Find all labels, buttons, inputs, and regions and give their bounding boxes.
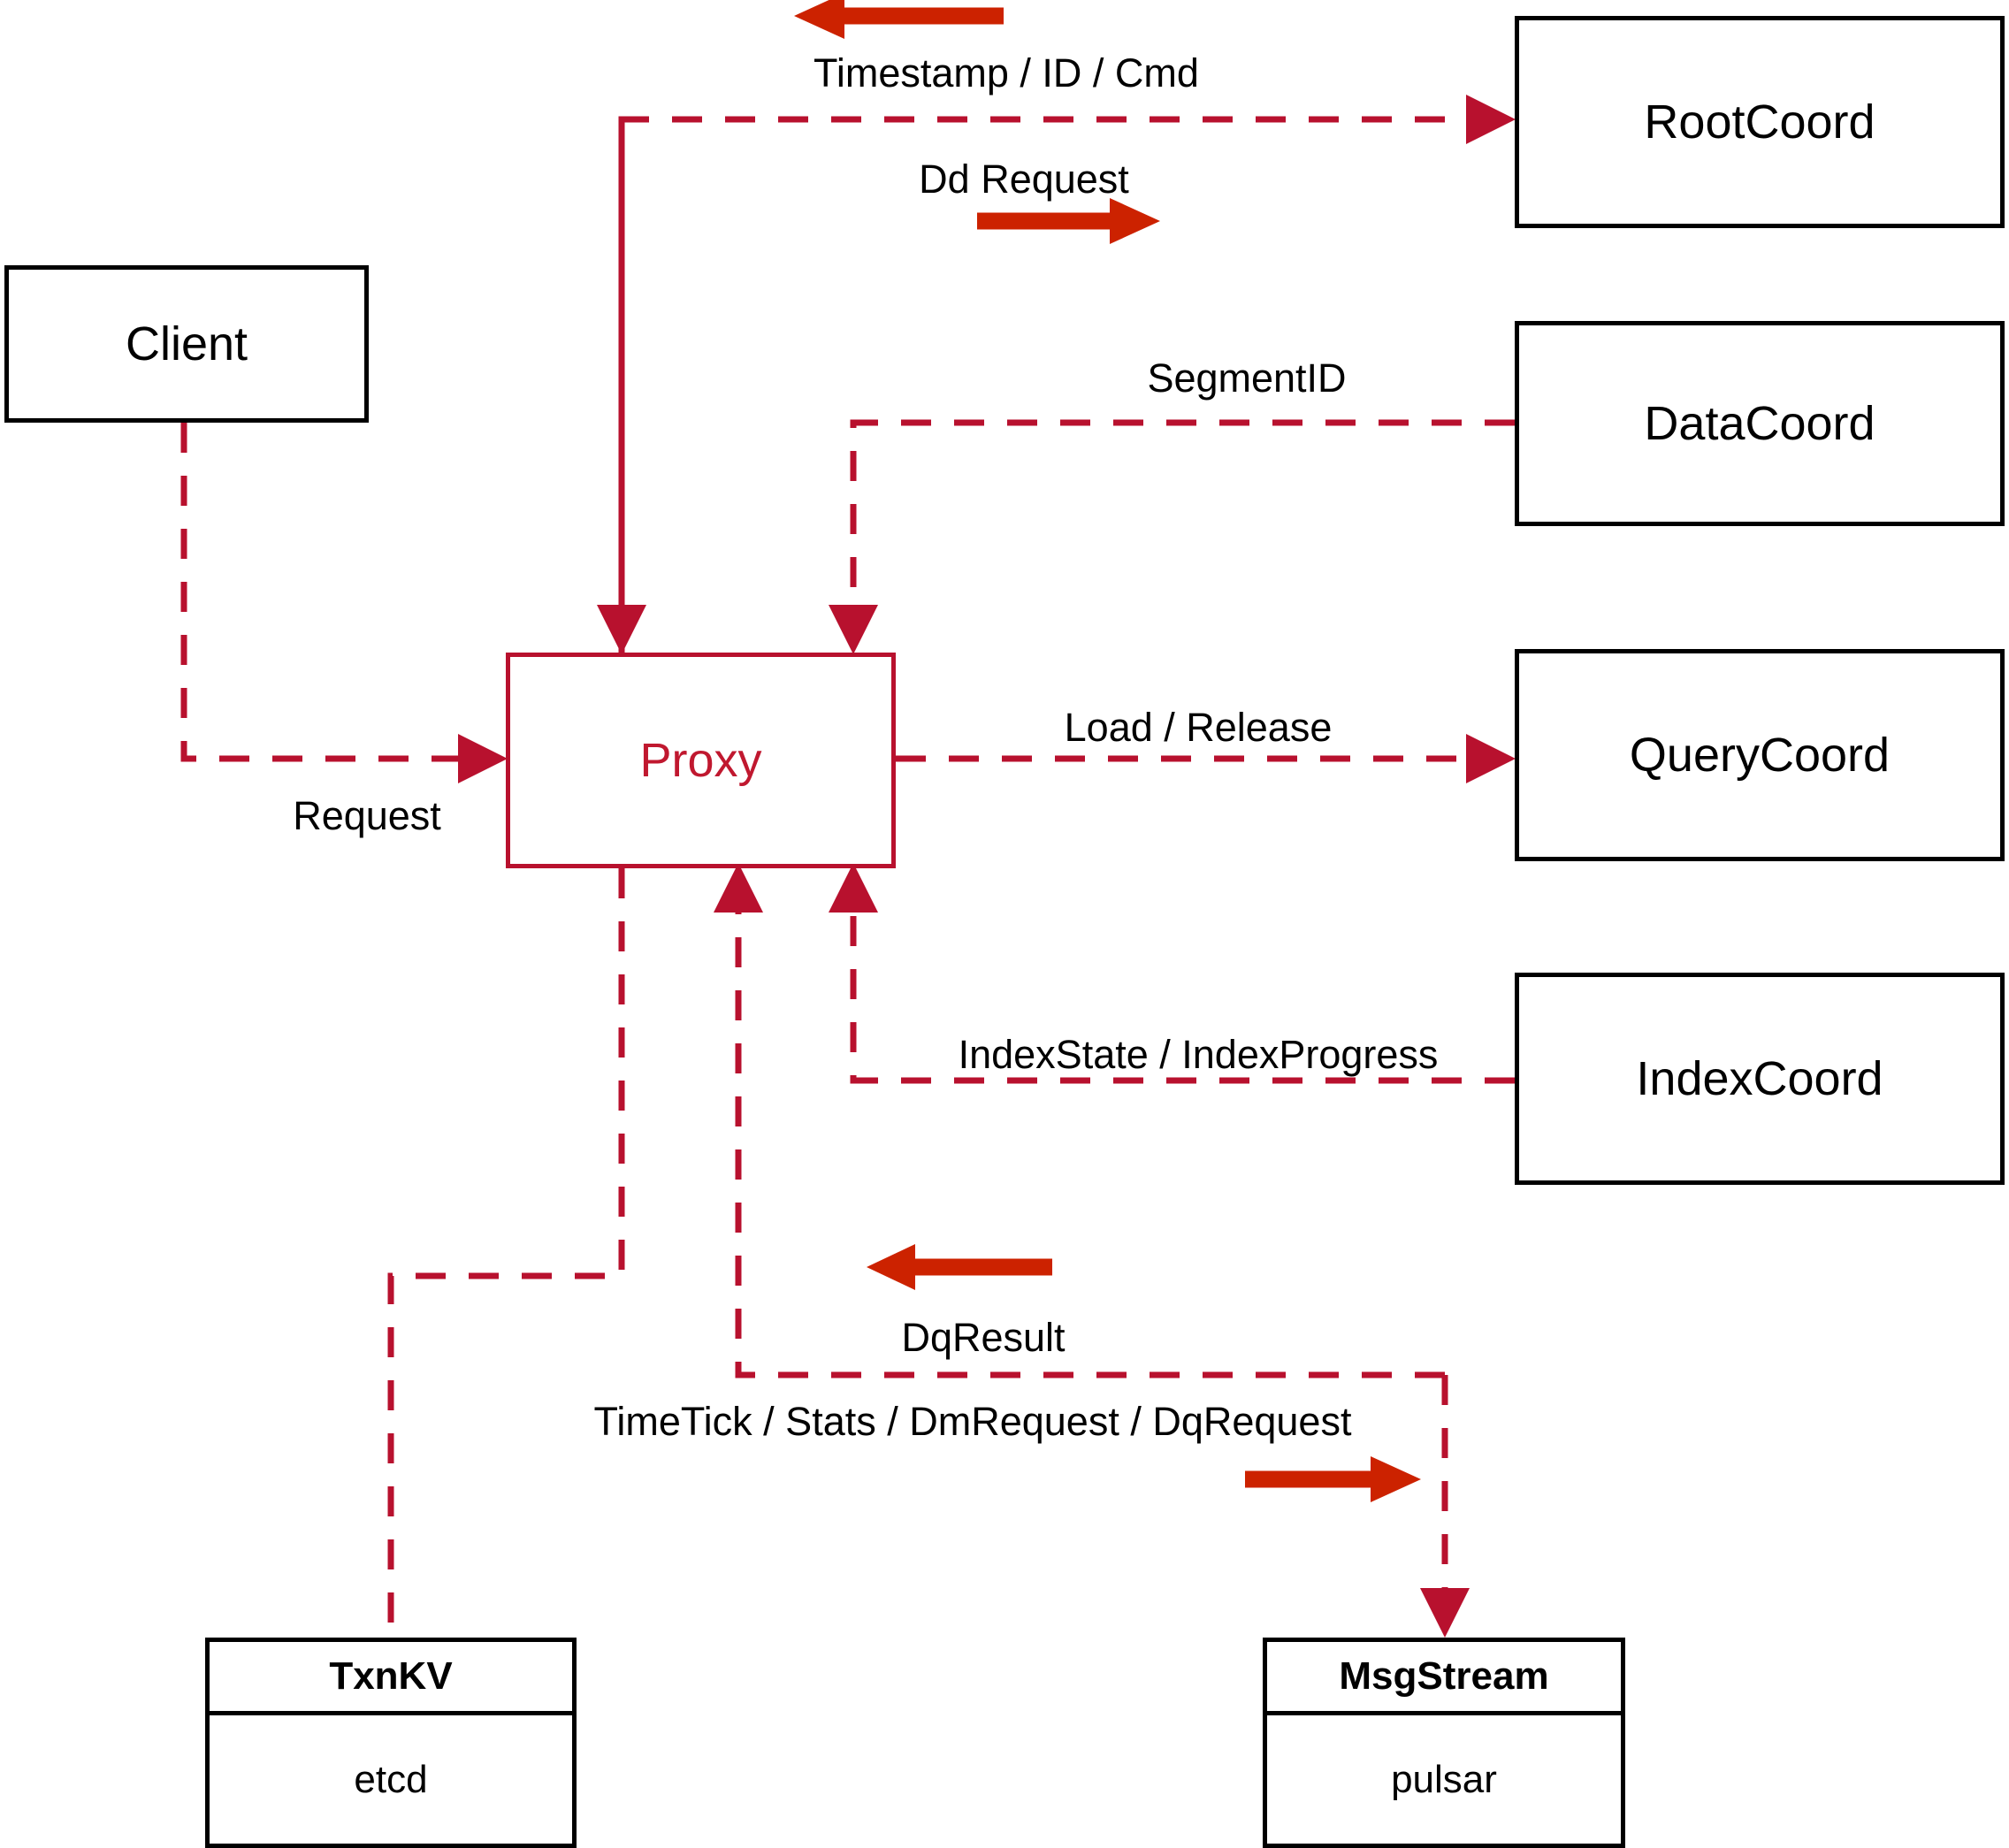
node-root-coord-label: RootCoord (1644, 95, 1875, 149)
edge-segment-id (829, 419, 1515, 654)
node-index-coord[interactable]: IndexCoord (1515, 973, 2005, 1185)
node-txnkv-header: TxnKV (210, 1642, 572, 1715)
edge-proxy-txnkv (387, 868, 625, 1638)
edge-label-request: Request (293, 793, 441, 838)
node-txnkv-title: TxnKV (329, 1654, 453, 1698)
node-msgstream[interactable]: MsgStream pulsar (1263, 1638, 1625, 1848)
direction-arrow-timetick (1245, 1456, 1421, 1502)
node-txnkv-impl: etcd (354, 1757, 428, 1801)
node-msgstream-header: MsgStream (1267, 1642, 1621, 1715)
edge-label-timestamp-id-cmd: Timestamp / ID / Cmd (814, 50, 1199, 95)
node-data-coord[interactable]: DataCoord (1515, 321, 2005, 526)
direction-arrow-dd-request (977, 198, 1160, 244)
node-proxy[interactable]: Proxy (506, 653, 896, 868)
direction-arrow-timestamp (794, 0, 1004, 39)
node-query-coord[interactable]: QueryCoord (1515, 649, 2005, 861)
edge-label-dd-request: Dd Request (919, 157, 1129, 202)
edge-label-load-release: Load / Release (1064, 705, 1333, 750)
edge-request (180, 423, 508, 783)
node-index-coord-label: IndexCoord (1636, 1052, 1883, 1105)
node-root-coord[interactable]: RootCoord (1515, 16, 2005, 228)
direction-arrow-dq-result (867, 1244, 1052, 1290)
node-msgstream-impl: pulsar (1391, 1757, 1497, 1801)
edge-label-segment-id: SegmentID (1147, 355, 1347, 401)
node-txnkv[interactable]: TxnKV etcd (205, 1638, 577, 1848)
edge-label-timetick-stats-dm-dq: TimeTick / Stats / DmRequest / DqRequest (593, 1399, 1352, 1444)
edge-label-index-state-progress: IndexState / IndexProgress (958, 1032, 1439, 1077)
node-txnkv-body: etcd (210, 1715, 572, 1844)
edge-label-dq-result: DqResult (901, 1315, 1066, 1360)
node-client-label: Client (125, 317, 248, 370)
node-msgstream-title: MsgStream (1339, 1654, 1549, 1698)
node-data-coord-label: DataCoord (1644, 397, 1875, 450)
node-msgstream-body: pulsar (1267, 1715, 1621, 1844)
node-client[interactable]: Client (4, 265, 369, 423)
edge-dq-result (714, 863, 1445, 1378)
node-proxy-label: Proxy (639, 734, 762, 787)
node-query-coord-label: QueryCoord (1629, 729, 1891, 782)
